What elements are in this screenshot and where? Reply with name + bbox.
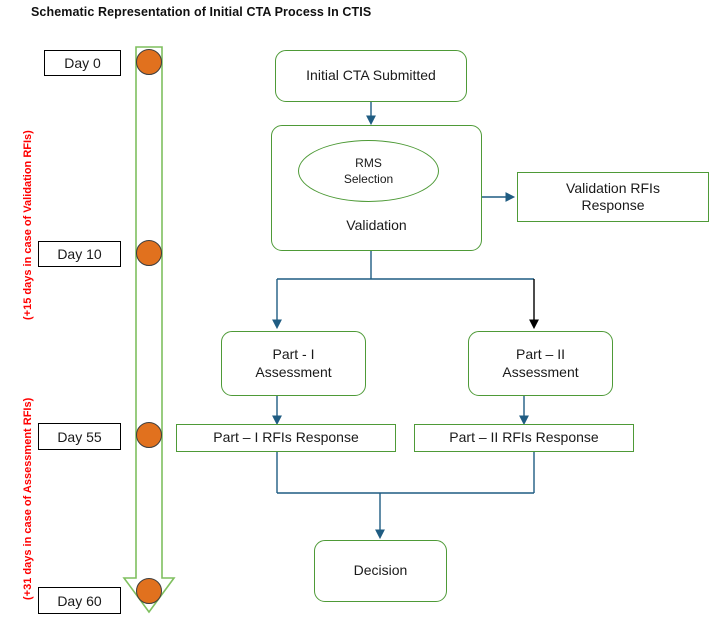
rms-line-2: Selection [343, 172, 394, 186]
part-2-assessment-line-1: Part – II [515, 346, 566, 362]
day-label-day-0: Day 0 [44, 50, 121, 76]
node-part-1-rfis-response[interactable]: Part – I RFIs Response [176, 424, 396, 452]
node-initial-cta-submitted[interactable]: Initial CTA Submitted [275, 50, 467, 102]
annotation-validation-rfis: (+15 days in case of Validation RFIs) [22, 130, 34, 320]
node-decision[interactable]: Decision [314, 540, 447, 602]
node-validation-rfis-response[interactable]: Validation RFIs Response [517, 172, 709, 222]
milestone-dot-day-0 [136, 49, 162, 75]
node-part-2-rfis-response[interactable]: Part – II RFIs Response [414, 424, 634, 452]
milestone-dot-day-60 [136, 578, 162, 604]
validation-rfis-line-2: Response [581, 197, 645, 213]
node-part-1-assessment[interactable]: Part - I Assessment [221, 331, 366, 396]
page-title: Schematic Representation of Initial CTA … [31, 5, 372, 19]
rms-line-1: RMS [355, 155, 382, 170]
milestone-dot-day-10 [136, 240, 162, 266]
day-label-day-10: Day 10 [38, 241, 121, 267]
part-2-assessment-line-2: Assessment [502, 363, 579, 380]
day-label-day-55: Day 55 [38, 423, 121, 450]
node-validation-label: Validation [346, 216, 407, 233]
part-1-assessment-line-2: Assessment [255, 363, 332, 380]
node-rms-selection[interactable]: RMS Selection [298, 140, 439, 202]
annotation-assessment-rfis: (+31 days in case of Assessment RFIs) [22, 397, 34, 600]
node-part-2-assessment[interactable]: Part – II Assessment [468, 331, 613, 396]
part-1-assessment-line-1: Part - I [272, 346, 315, 362]
validation-rfis-line-1: Validation RFIs [566, 179, 660, 196]
day-label-day-60: Day 60 [38, 587, 121, 614]
milestone-dot-day-55 [136, 422, 162, 448]
